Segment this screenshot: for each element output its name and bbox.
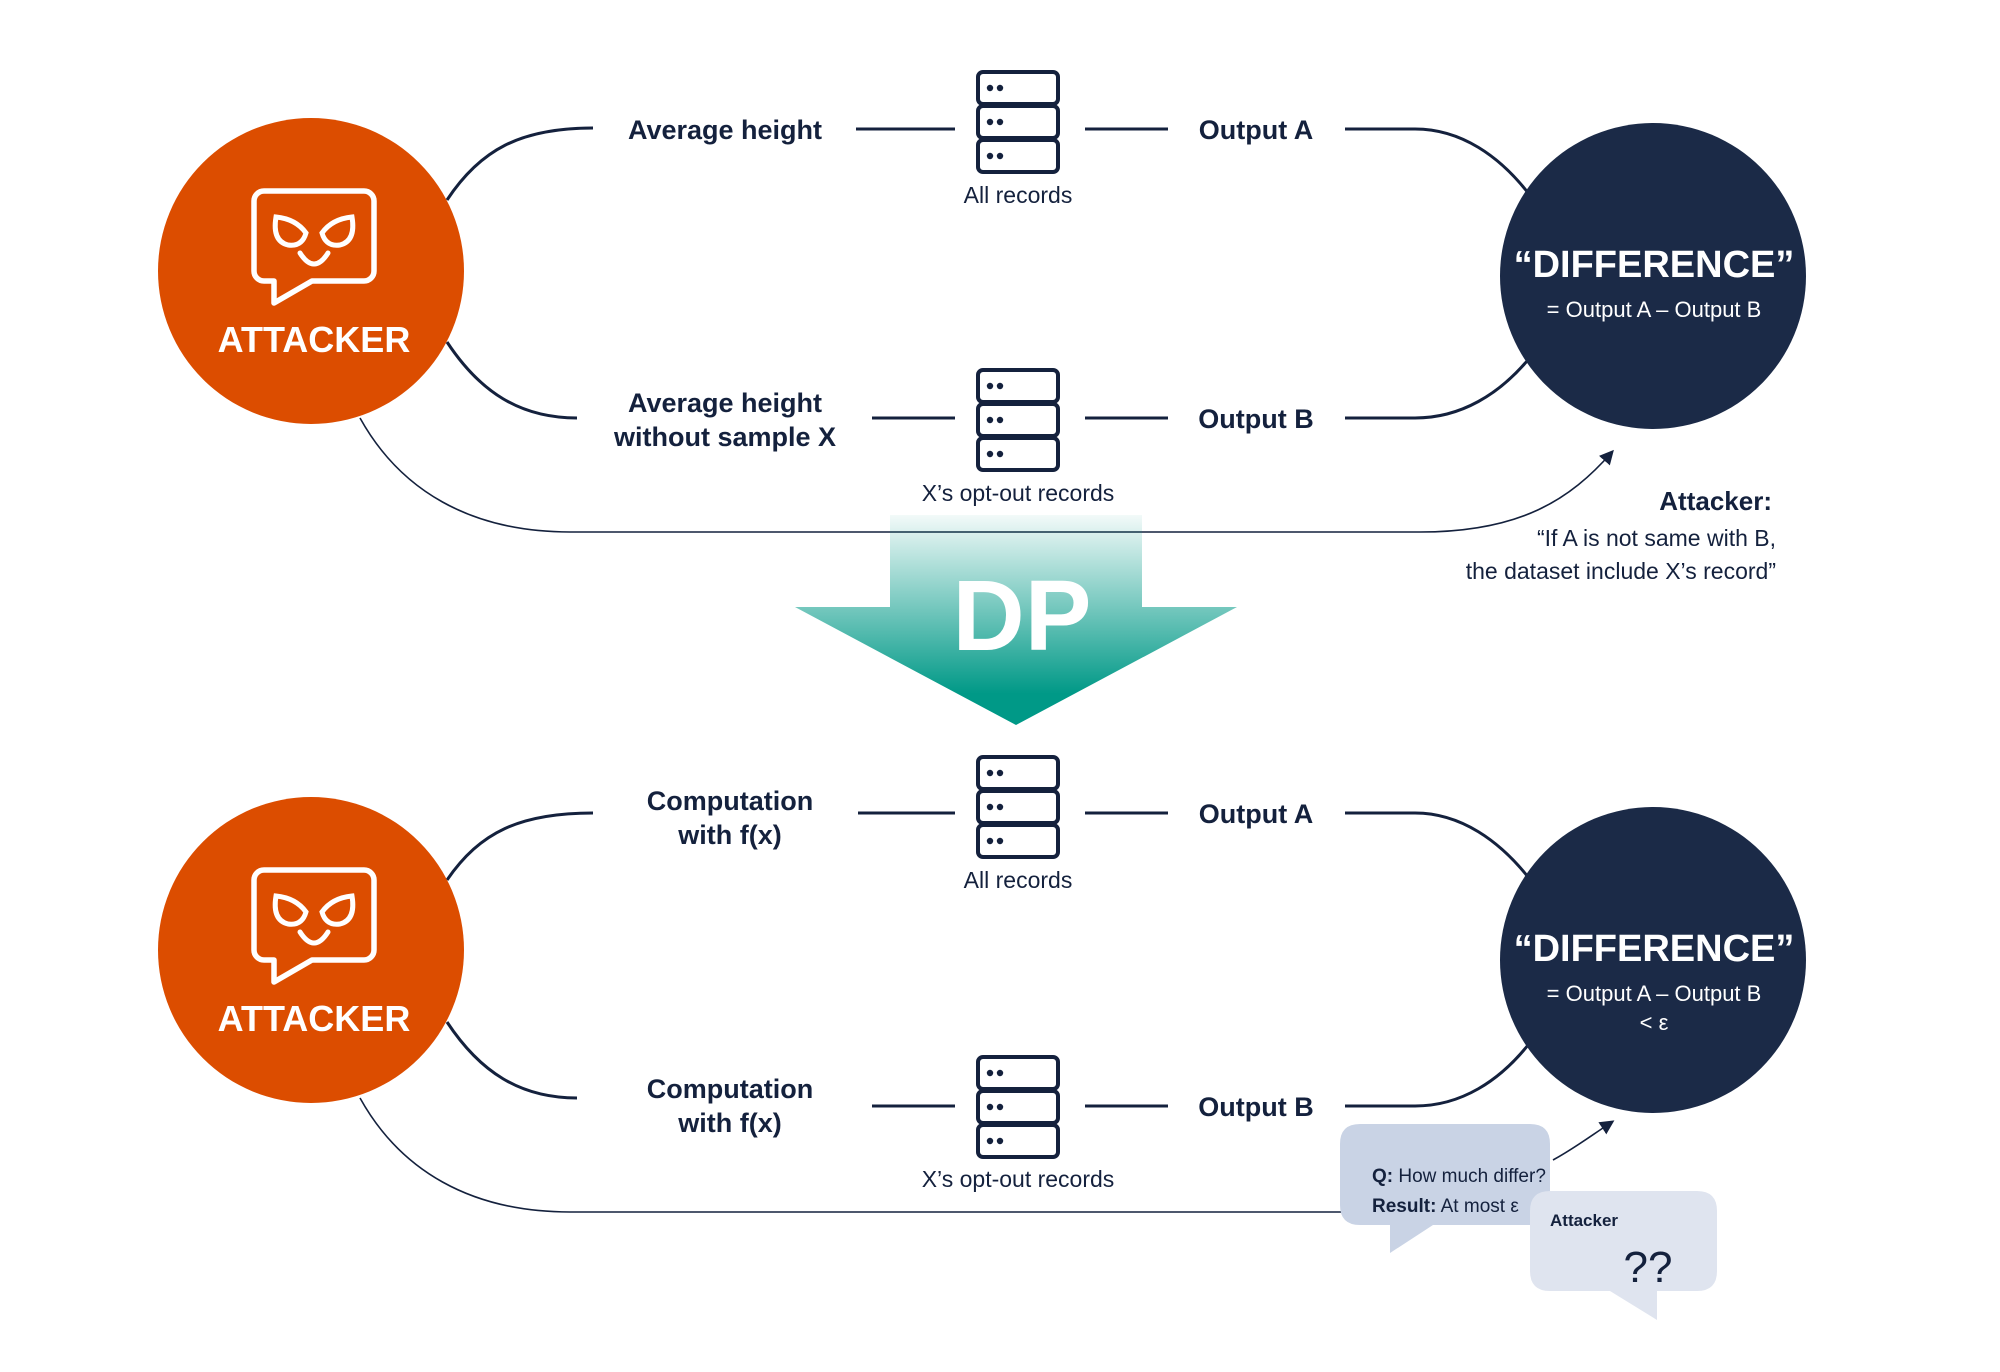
query-b-label-line2: without sample X	[613, 422, 836, 452]
attacker-note-line2: the dataset include X’s record”	[1466, 558, 1776, 584]
difference-formula: = Output A – Output B	[1547, 297, 1762, 322]
connector-attacker-to-query-a	[445, 811, 594, 881]
dp-label: DP	[953, 560, 1092, 672]
attacker-node: ATTACKER	[158, 797, 464, 1103]
connector-output-a-to-difference	[1345, 127, 1534, 199]
attacker-bubble-text: ??	[1624, 1243, 1673, 1292]
output-a-label: Output A	[1199, 799, 1313, 829]
dp-arrow: DP	[795, 515, 1237, 725]
section-with-dp: ATTACKER Computation with f(x) Computati…	[158, 755, 1806, 1320]
difference-epsilon-bound: < ε	[1640, 1010, 1669, 1035]
difference-circle	[1500, 123, 1806, 429]
query-to-difference-arrow	[1552, 1120, 1615, 1161]
difference-formula: = Output A – Output B	[1547, 981, 1762, 1006]
attacker-node: ATTACKER	[158, 118, 464, 424]
attacker-circle	[158, 797, 464, 1103]
attacker-note-line1: “If A is not same with B,	[1537, 525, 1776, 551]
attacker-note-title: Attacker:	[1659, 486, 1772, 516]
dp-arrow-shape	[795, 515, 1237, 725]
connector-output-b-to-difference	[1345, 354, 1534, 420]
query-q-text: How much differ?	[1393, 1166, 1546, 1187]
db-label-all-records: All records	[964, 182, 1073, 208]
database-icon	[976, 368, 1060, 472]
query-bubble-shape	[1340, 1124, 1550, 1253]
db-label-opt-out-records: X’s opt-out records	[922, 480, 1115, 506]
section-without-dp: ATTACKER Average height Average height w…	[158, 70, 1806, 584]
query-q-label: Q:	[1372, 1166, 1393, 1187]
connector-attacker-to-query-b	[445, 341, 578, 420]
query-result-bubble: Q: How much differ? Result: At most ε	[1340, 1124, 1550, 1253]
output-b-label: Output B	[1198, 404, 1313, 434]
query-text: Q: How much differ?	[1372, 1166, 1546, 1187]
difference-title: “DIFFERENCE”	[1514, 928, 1795, 970]
database-icon	[976, 755, 1060, 859]
db-label-opt-out-records: X’s opt-out records	[922, 1166, 1115, 1192]
query-a-label-line2: with f(x)	[677, 820, 781, 850]
attacker-confused-bubble: Attacker ??	[1530, 1191, 1717, 1320]
database-icon	[976, 1055, 1060, 1159]
connector-output-b-to-difference	[1345, 1039, 1534, 1108]
attacker-inference-line	[359, 1097, 1345, 1213]
difference-node: “DIFFERENCE” = Output A – Output B < ε	[1500, 807, 1806, 1113]
attacker-label: ATTACKER	[218, 998, 411, 1039]
output-a-label: Output A	[1199, 115, 1313, 145]
attacker-circle	[158, 118, 464, 424]
database-icon	[976, 70, 1060, 174]
result-label: Result:	[1372, 1196, 1436, 1217]
connector-attacker-to-query-a	[445, 126, 594, 201]
result-text: Result: At most ε	[1372, 1196, 1519, 1217]
attacker-bubble-shape	[1530, 1191, 1717, 1320]
query-b-label-line1: Computation	[647, 1074, 813, 1104]
connector-output-a-to-difference	[1345, 811, 1534, 883]
query-b-label-line2: with f(x)	[677, 1108, 781, 1138]
attacker-label: ATTACKER	[218, 319, 411, 360]
difference-title: “DIFFERENCE”	[1514, 244, 1795, 286]
db-label-all-records: All records	[964, 867, 1073, 893]
difference-circle	[1500, 807, 1806, 1113]
result-value: At most ε	[1436, 1196, 1519, 1217]
query-a-label-line1: Computation	[647, 786, 813, 816]
difference-node: “DIFFERENCE” = Output A – Output B	[1500, 123, 1806, 429]
output-b-label: Output B	[1198, 1092, 1313, 1122]
connector-attacker-to-query-b	[445, 1021, 578, 1100]
query-b-label-line1: Average height	[628, 388, 822, 418]
query-a-label: Average height	[628, 115, 822, 145]
attacker-bubble-title: Attacker	[1550, 1211, 1618, 1230]
attacker-inference-arrow	[359, 417, 1614, 533]
